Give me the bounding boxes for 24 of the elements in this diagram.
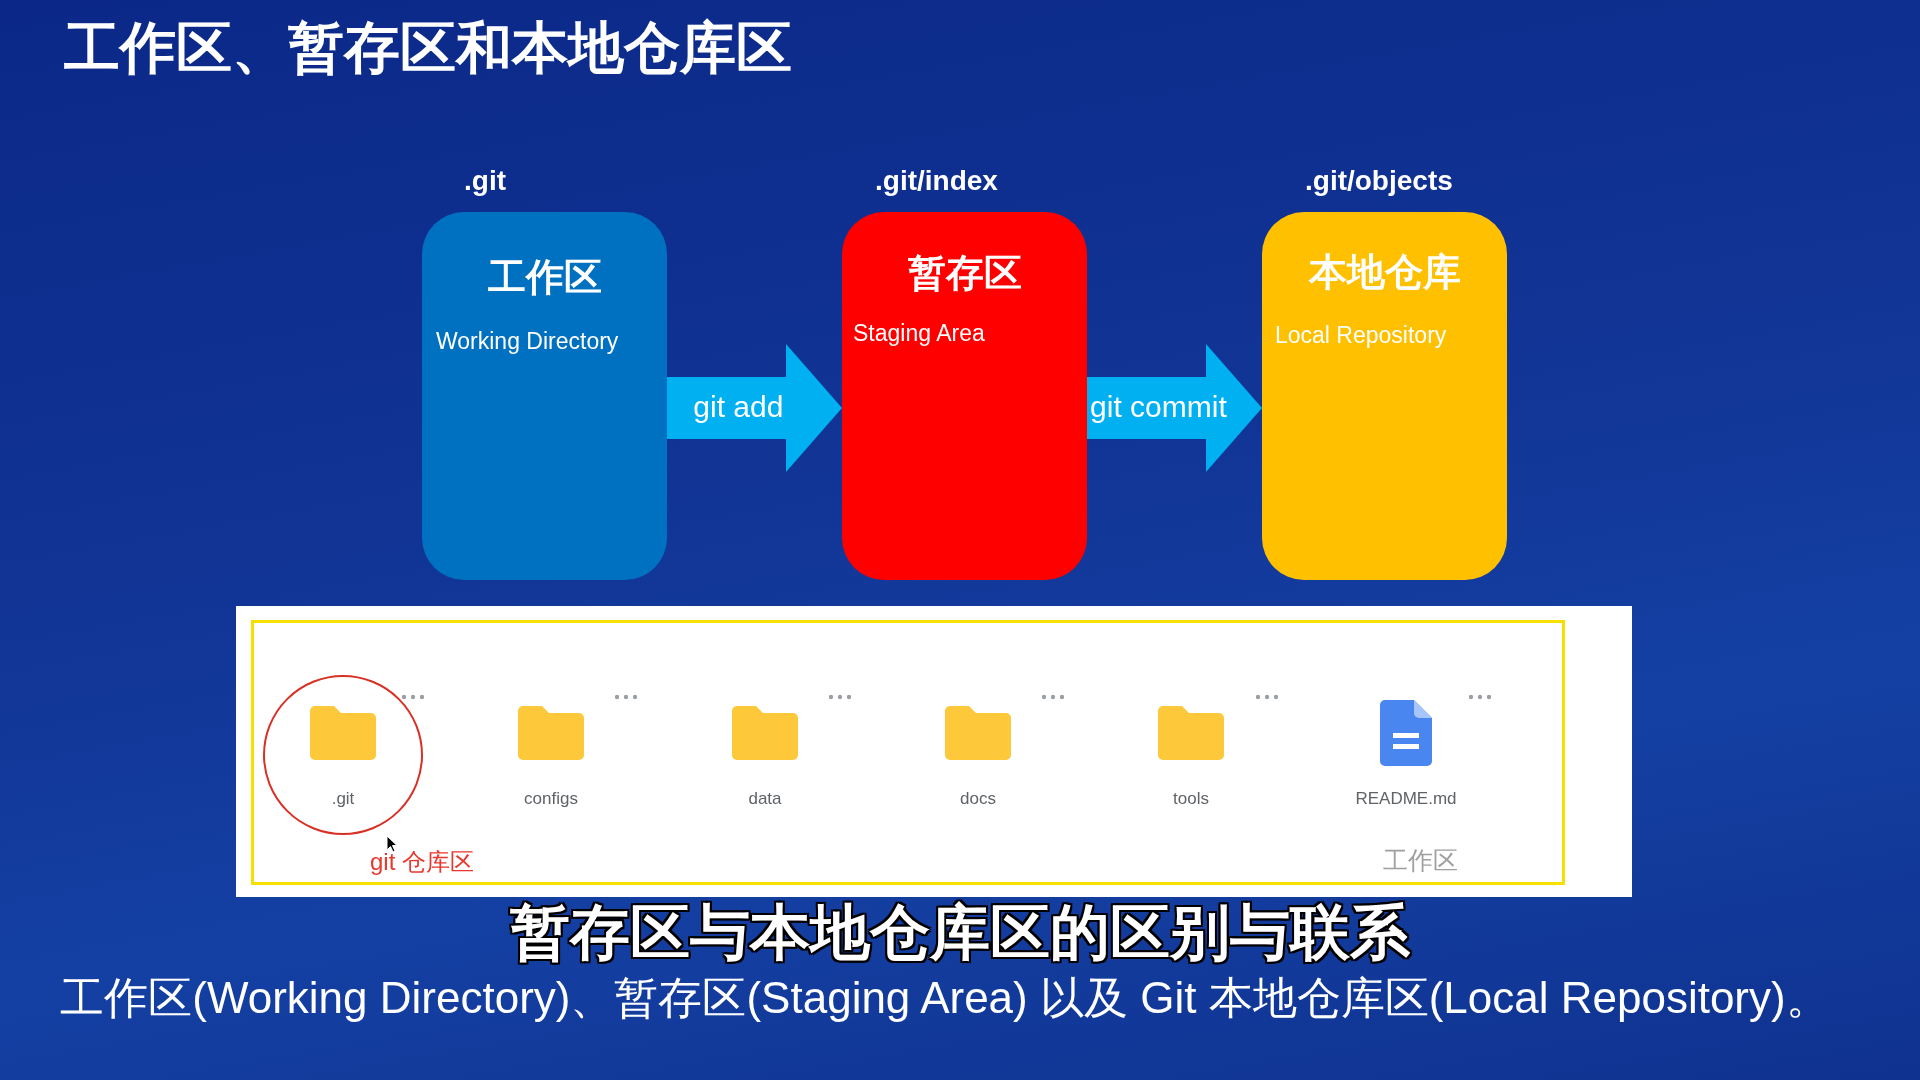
area-box (422, 212, 667, 580)
path-label: .git/index (875, 164, 998, 198)
box-heading: 本地仓库 (1308, 250, 1461, 295)
file-name: configs (524, 789, 578, 810)
file-name: .git (331, 789, 355, 810)
subtitle-caption: 暂存区与本地仓库区的区别与联系 (510, 899, 1410, 967)
subtitle-caption: 工作区(Working Directory)、暂存区(Staging Area) 以及 Git 本地仓库区(Local Repository)。 (60, 972, 1830, 1024)
path-label: .git/objects (1305, 164, 1453, 198)
file-name: tools (1173, 789, 1209, 810)
circle-caption: git 仓库区 (370, 848, 474, 877)
file-name: data (748, 789, 782, 810)
box-subheading: Staging Area (853, 320, 985, 348)
area-box (1262, 212, 1507, 580)
area-box (842, 212, 1087, 580)
highlight-circle (263, 675, 423, 835)
path-label: .git (464, 164, 506, 198)
box-heading: 暂存区 (907, 251, 1022, 296)
box-heading: 工作区 (487, 255, 602, 300)
box-subheading: Working Directory (436, 328, 619, 356)
box-subheading: Local Repository (1275, 322, 1447, 350)
file-name: README.md (1355, 789, 1457, 810)
file-name: docs (960, 789, 996, 810)
slide-title: 工作区、暂存区和本地仓库区 (64, 15, 792, 81)
frame-label: 工作区 (1383, 845, 1458, 875)
